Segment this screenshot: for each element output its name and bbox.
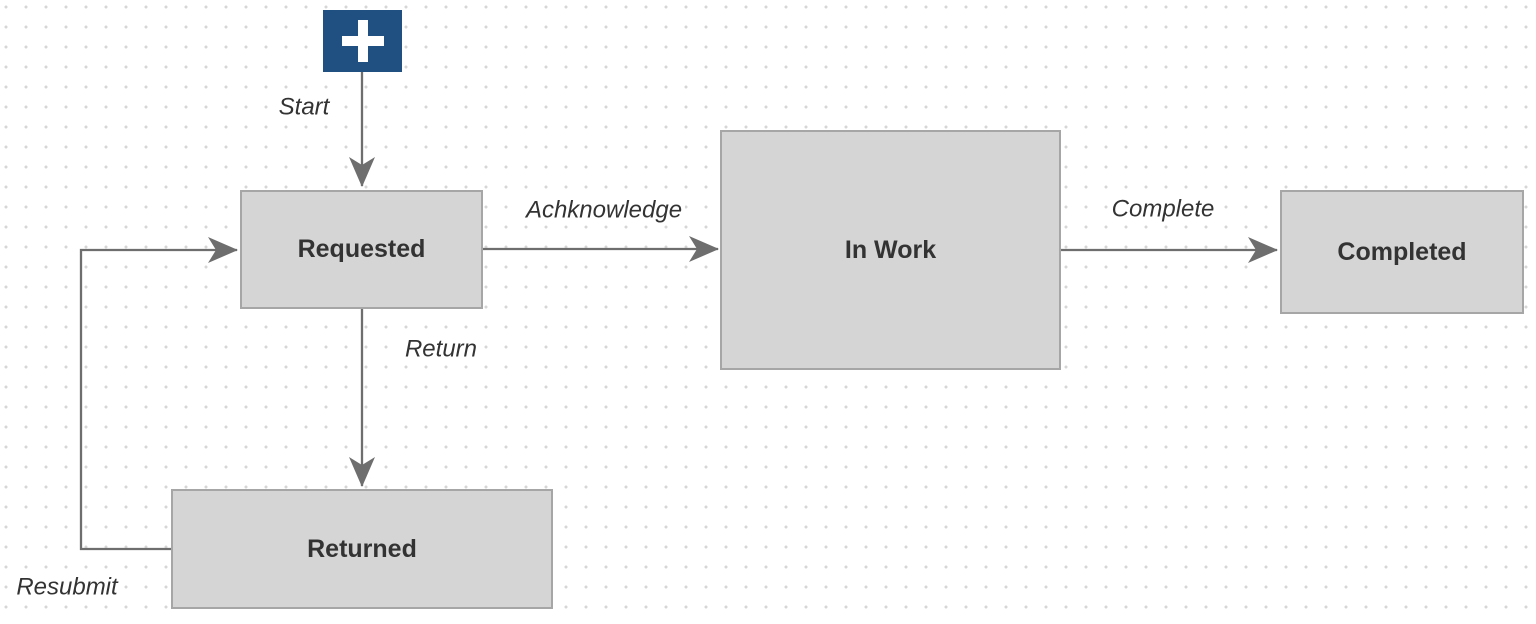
edge-resubmit-arrow[interactable] — [79, 237, 238, 551]
edge-label-start[interactable]: Start — [275, 93, 333, 123]
node-returned[interactable]: Returned — [171, 489, 553, 609]
edge-label-resubmit[interactable]: Resubmit — [13, 573, 121, 603]
node-completed-label: Completed — [1337, 237, 1467, 266]
edge-label-acknowledge[interactable]: Achknowledge — [522, 196, 686, 226]
node-returned-label: Returned — [307, 534, 417, 563]
edge-label-complete[interactable]: Complete — [1108, 195, 1218, 225]
node-requested[interactable]: Requested — [240, 190, 483, 309]
node-requested-label: Requested — [297, 235, 426, 263]
node-completed[interactable]: Completed — [1280, 190, 1524, 314]
add-start-button[interactable] — [323, 10, 402, 72]
node-in-work-label: In Work — [844, 235, 937, 264]
plus-icon — [341, 20, 384, 62]
node-in-work[interactable]: In Work — [720, 130, 1061, 370]
edge-label-return[interactable]: Return — [401, 335, 481, 365]
